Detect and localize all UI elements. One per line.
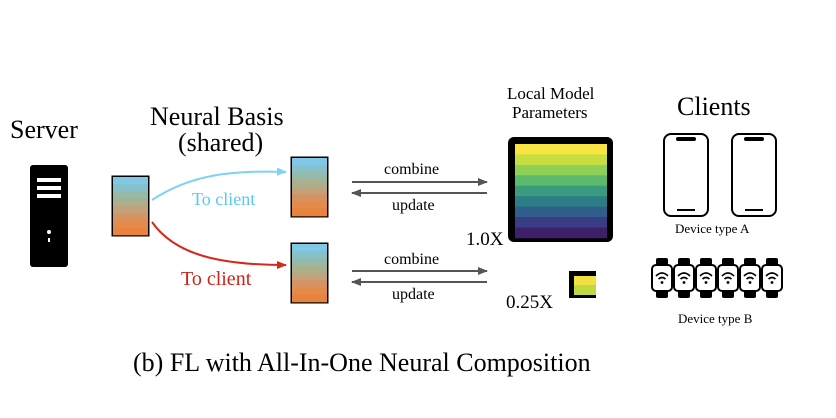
device-type-b-label: Device type B — [678, 311, 753, 326]
phone-icon-a2 — [731, 133, 777, 217]
server-icon — [30, 165, 68, 267]
clients-title: Clients — [677, 92, 751, 121]
basis-copy-bottom — [290, 242, 329, 304]
device-type-a-label: Device type A — [675, 221, 750, 236]
local-model-title-line1: Local Model — [507, 84, 595, 103]
update-label-bottom: update — [392, 286, 435, 303]
server-title: Server — [10, 115, 78, 144]
to-client-arrow-bottom — [151, 221, 287, 269]
basis-copy-top — [290, 156, 329, 218]
smartwatch-icon — [695, 258, 717, 298]
smartwatch-row — [651, 258, 783, 298]
local-model-title-line2: Parameters — [512, 103, 588, 122]
smartwatch-icon — [761, 258, 783, 298]
scale-label-small: 0.25X — [506, 292, 553, 313]
combine-label-top: combine — [384, 161, 440, 178]
local-model-large — [508, 137, 613, 242]
local-model-small — [569, 271, 596, 298]
update-label-top: update — [392, 197, 435, 214]
to-client-label-top: To client — [192, 189, 256, 209]
scale-label-large: 1.0X — [466, 229, 504, 250]
figure-caption: (b) FL with All-In-One Neural Compositio… — [133, 348, 591, 377]
smartwatch-icon — [673, 258, 695, 298]
to-client-arrow-top — [151, 167, 287, 201]
basis-title-line2: (shared) — [178, 128, 264, 157]
shared-basis-block — [111, 175, 150, 237]
to-client-label-bottom: To client — [181, 268, 252, 290]
phone-icon-a1 — [663, 133, 709, 217]
smartwatch-icon — [739, 258, 761, 298]
smartwatch-icon — [717, 258, 739, 298]
basis-title-line1: Neural Basis — [150, 102, 284, 131]
smartwatch-icon — [651, 258, 673, 298]
combine-label-bottom: combine — [384, 251, 440, 268]
